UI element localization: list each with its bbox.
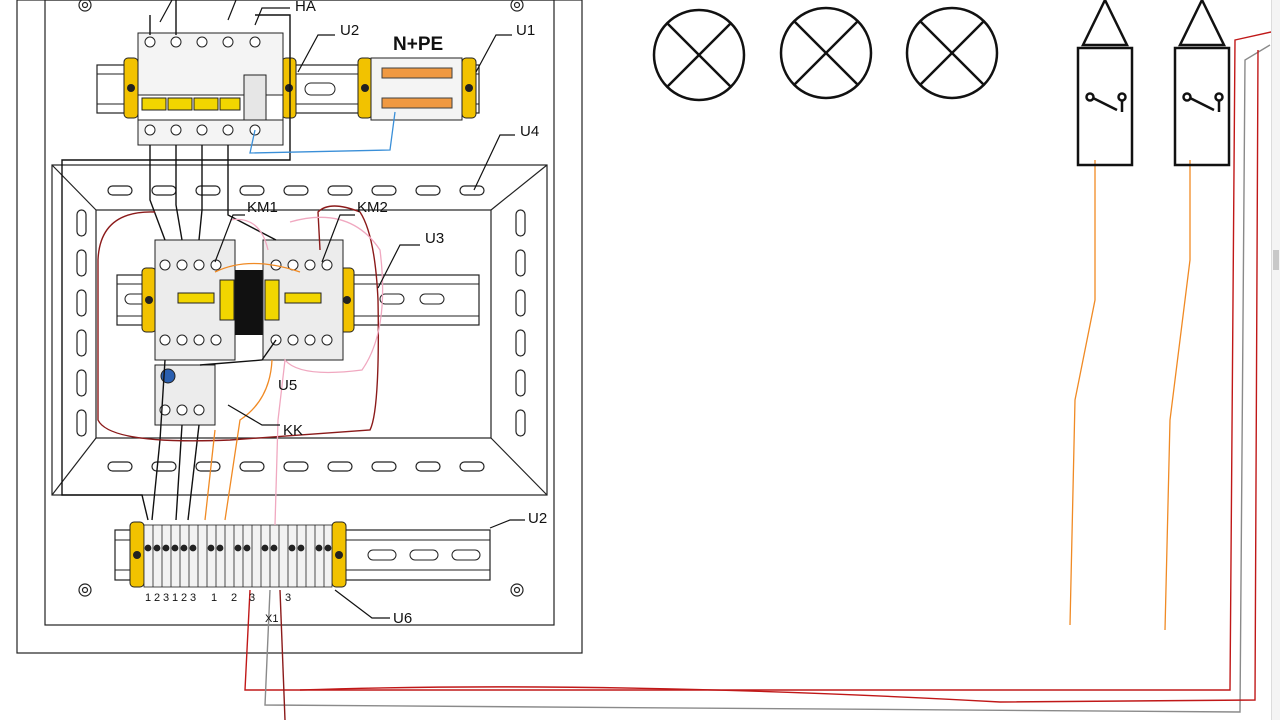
label-u5: U5 (278, 377, 297, 394)
enclosure (16, 0, 583, 654)
label-km1: KM1 (247, 199, 278, 216)
terminal-number: 1 (172, 592, 178, 604)
label-u2-bottom: U2 (528, 510, 547, 527)
mounting-slots (76, 185, 526, 472)
terminal-block (143, 524, 333, 588)
label-kk: KK (283, 422, 303, 439)
terminal-number: 1 (145, 592, 151, 604)
switch-icon (1173, 0, 1231, 167)
label-u1: U1 (516, 22, 535, 39)
lamp-icon (652, 8, 746, 102)
terminal-number: 2 (231, 592, 237, 604)
contactor-km1 (154, 239, 236, 361)
lamp-icon (779, 6, 873, 100)
thermal-relay (154, 364, 216, 426)
contactor-km2 (262, 239, 344, 361)
lamp-icon (905, 6, 999, 100)
label-u3: U3 (425, 230, 444, 247)
label-km2: KM2 (357, 199, 388, 216)
terminal-number: 3 (249, 592, 255, 604)
n-pe-bus (370, 57, 463, 121)
mounting-plate (51, 164, 548, 496)
wires-pink (229, 216, 384, 526)
terminal-number: 2 (181, 592, 187, 604)
vertical-scrollbar[interactable] (1271, 0, 1280, 720)
leader-lines (159, 0, 525, 619)
scroll-thumb[interactable] (1273, 250, 1279, 270)
label-u6: U6 (393, 610, 412, 627)
label-n-pe: N+PE (393, 34, 443, 55)
interlock (235, 270, 263, 335)
label-u2-top: U2 (340, 22, 359, 39)
label-x1: X1 (265, 613, 278, 625)
terminal-number: 1 (211, 592, 217, 604)
wires-orange (204, 160, 1191, 631)
terminal-number: 3 (285, 592, 291, 604)
terminal-number: 3 (190, 592, 196, 604)
label-u4: U4 (520, 123, 539, 140)
switch-icon (1076, 0, 1134, 167)
wire-blue (249, 111, 396, 154)
wires-dark-red (97, 205, 380, 442)
terminal-number: 2 (154, 592, 160, 604)
circuit-breaker (137, 32, 284, 146)
terminal-number: 3 (163, 592, 169, 604)
label-ha: HA (295, 0, 316, 15)
wires-bottom-run (244, 29, 1280, 720)
